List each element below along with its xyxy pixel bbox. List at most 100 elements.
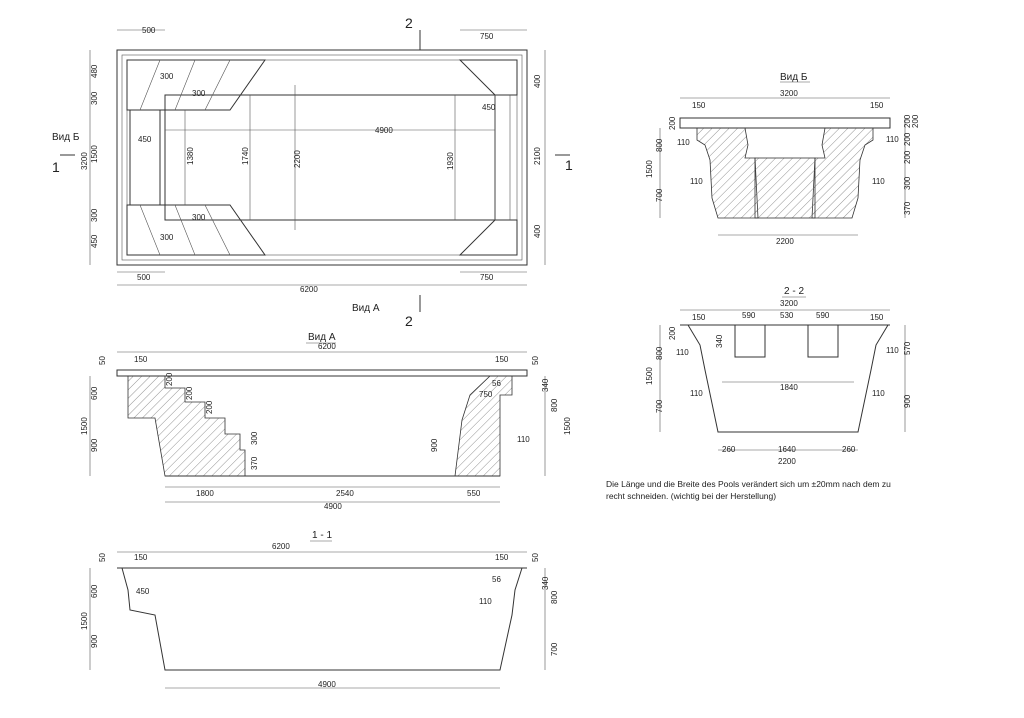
view-a-dim: 6200 (318, 342, 336, 351)
view-b-right-wall (811, 127, 874, 219)
plan-dim: 300 (192, 213, 206, 222)
view-a-dim: 600 (90, 386, 99, 400)
view-b-dim: 3200 (780, 89, 798, 98)
section-22-dim: 570 (903, 341, 912, 355)
section-22-opening-right (807, 324, 839, 358)
plan-dim: 6200 (300, 285, 318, 294)
view-b-floor-block (754, 157, 816, 219)
section-11-dim: 110 (479, 597, 492, 606)
section-22-dim: 3200 (780, 299, 798, 308)
section-22-dim: 110 (886, 346, 899, 355)
section-11-dim: 4900 (318, 680, 336, 689)
section-11-dim: 1500 (80, 612, 89, 630)
plan-dim: 300 (160, 72, 174, 81)
section-22-dim: 260 (722, 445, 736, 454)
plan-dim: 480 (90, 64, 99, 78)
plan-dim: 450 (138, 135, 152, 144)
view-a-dim: 800 (550, 398, 559, 412)
view-a-dim: 200 (185, 386, 194, 400)
view-a-dim: 200 (205, 400, 214, 414)
plan-dim: 2100 (533, 147, 542, 165)
plan-step-line (139, 59, 161, 111)
plan-dim: 450 (90, 234, 99, 248)
view-b-dim: 800 (655, 138, 664, 152)
view-b-dim: 1500 (645, 160, 654, 178)
section-11-dim: 56 (492, 575, 501, 584)
view-b-marker: Вид Б (52, 132, 80, 143)
plan-step-bottom (126, 204, 266, 256)
section-11-dim: 150 (495, 553, 509, 562)
plan-dim: 300 (90, 208, 99, 222)
section-11-dim: 340 (541, 576, 550, 590)
view-b-dim: 2200 (776, 237, 794, 246)
view-b-dim: 200 (903, 114, 912, 128)
plan-step-line (174, 59, 196, 111)
view-a-dim: 50 (531, 356, 540, 365)
plan-step-line (174, 204, 196, 256)
plan-dim: 1740 (241, 147, 250, 165)
section-2-2-title: 2 - 2 (784, 286, 804, 297)
view-a-dim: 750 (479, 390, 493, 399)
section-22-dim: 200 (668, 326, 677, 340)
plan-dim: 400 (533, 74, 542, 88)
section-22-dim: 1500 (645, 367, 654, 385)
view-a-dim: 56 (492, 379, 501, 388)
section-22-dim: 800 (655, 346, 664, 360)
view-b-left-wall (696, 127, 759, 219)
plan-dim: 1380 (186, 147, 195, 165)
view-a-dim: 1800 (196, 489, 214, 498)
section-11-dim: 600 (90, 584, 99, 598)
section-22-dim: 260 (842, 445, 856, 454)
view-a-dim: 150 (134, 355, 148, 364)
section-1-1-title: 1 - 1 (312, 530, 332, 541)
section-2-2: 2 - 2 3200 150 590 530 590 150 200 340 8… (645, 286, 912, 466)
view-a-dim: 200 (165, 372, 174, 386)
section-22-opening-left (734, 324, 766, 358)
view-b-dim: 700 (655, 188, 664, 202)
view-a-dim: 1500 (80, 417, 89, 435)
section-11-dim: 50 (531, 553, 540, 562)
plan-dim: 750 (480, 32, 494, 41)
view-a-dim: 340 (541, 378, 550, 392)
view-b-dim: 150 (692, 101, 706, 110)
view-b-rim (679, 117, 891, 129)
section-22-outline (687, 324, 889, 433)
view-a-marker: Вид А (352, 303, 380, 314)
plan-dim: 4900 (375, 126, 393, 135)
plan-step-line (139, 204, 161, 256)
section-22-dim: 1840 (780, 383, 798, 392)
view-a: Вид А 6200 50 150 150 50 600 200 56 340 … (80, 332, 572, 511)
view-a-dim: 900 (90, 438, 99, 452)
plan-dim: 500 (137, 273, 151, 282)
plan-dim: 1930 (446, 152, 455, 170)
section-11-outline (121, 567, 523, 671)
plan-step-line (204, 204, 231, 256)
view-a-dim: 900 (430, 438, 439, 452)
section-22-dim: 530 (780, 311, 794, 320)
section-22-dim: 700 (655, 399, 664, 413)
plan-step-top (126, 59, 266, 111)
view-a-dim: 110 (517, 435, 530, 444)
view-a-dim: 2540 (336, 489, 354, 498)
plan-rim-inner (121, 54, 523, 261)
plan-rim-inner-2 (126, 59, 518, 256)
section-22-dim: 150 (870, 313, 884, 322)
view-a-dim: 4900 (324, 502, 342, 511)
section-11-dim: 800 (550, 590, 559, 604)
view-b-dim: 200 (911, 114, 920, 128)
section-22-dim: 1640 (778, 445, 796, 454)
plan-dim: 500 (142, 26, 156, 35)
plan-view: 500 750 480 300 1500 300 450 3200 300 30… (52, 15, 573, 329)
view-b-dim: 150 (870, 101, 884, 110)
view-a-dim: 300 (250, 431, 259, 445)
section-11-dim: 450 (136, 587, 150, 596)
section-11-dim: 150 (134, 553, 148, 562)
view-a-dim: 370 (250, 456, 259, 470)
section-22-dim: 110 (676, 348, 689, 357)
view-a-title: Вид А (308, 332, 336, 343)
section-22-dim: 340 (715, 334, 724, 348)
plan-step-line (204, 59, 231, 111)
plan-dim: 300 (192, 89, 206, 98)
plan-dim: 750 (480, 273, 494, 282)
view-a-dim: 50 (98, 356, 107, 365)
